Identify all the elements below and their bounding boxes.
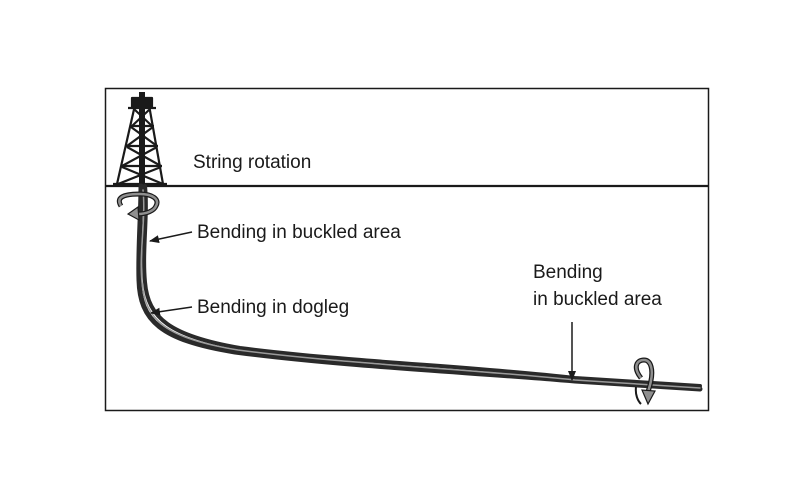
label-bending-buckled-lower-line2: in buckled area (533, 289, 662, 310)
leader-arrow-buckled-upper (149, 231, 193, 244)
drill-string (136, 183, 703, 392)
rotation-arrow-icon (116, 191, 160, 222)
label-bending-buckled-lower-line1: Bending (533, 262, 603, 283)
leader-arrow-dogleg (150, 306, 193, 316)
diagram-frame (104, 87, 710, 412)
rotation-arrow-icon (633, 357, 656, 406)
label-string-rotation: String rotation (193, 152, 311, 173)
label-bending-dogleg: Bending in dogleg (197, 297, 349, 318)
label-bending-buckled-upper: Bending in buckled area (197, 222, 401, 243)
